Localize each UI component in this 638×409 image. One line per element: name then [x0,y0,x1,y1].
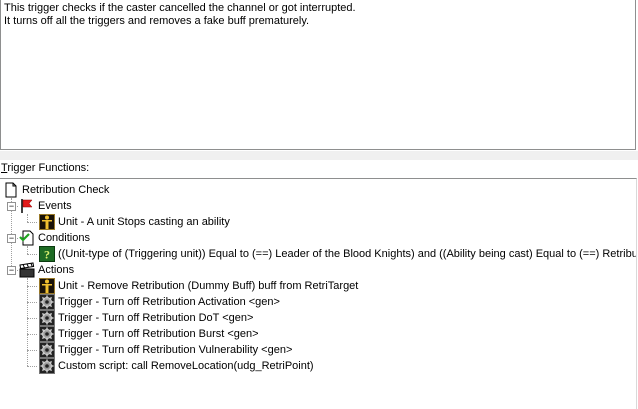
action-item[interactable]: Trigger - Turn off Retribution DoT <gen> [39,310,253,326]
tree-node-actions[interactable]: Actions [19,262,74,278]
action-item-label: Trigger - Turn off Retribution Activatio… [58,296,280,308]
tree-connector-conditions-item [27,254,37,255]
tree-node-root[interactable]: Retribution Check [3,182,109,198]
and-condition-icon: ? [39,246,55,262]
unit-figure-icon [39,278,55,294]
actions-collapse-toggle[interactable]: − [7,265,16,275]
trigger-functions-tree[interactable]: Retribution Check − Events Unit - A unit… [0,178,637,409]
condition-item-label: ((Unit-type of (Triggering unit)) Equal … [58,248,637,260]
tree-node-conditions[interactable]: Conditions [19,230,90,246]
tree-connector-action-2 [27,302,37,303]
action-item-label: Custom script: call RemoveLocation(udg_R… [58,360,314,372]
trigger-functions-label-text: rigger Functions: [7,162,90,174]
tree-connector-action-6 [27,366,37,367]
gear-icon [39,342,55,358]
trigger-functions-label: Trigger Functions: [1,162,89,174]
trigger-comment-textbox[interactable]: This trigger checks if the caster cancel… [0,0,636,150]
condition-document-icon [19,230,35,246]
trigger-functions-label-mnemonic: T [1,162,8,174]
tree-node-events[interactable]: Events [19,198,72,214]
events-collapse-toggle[interactable]: − [7,201,16,211]
gear-icon [39,358,55,374]
tree-connector-conditions [27,246,28,254]
condition-item[interactable]: ? ((Unit-type of (Triggering unit)) Equa… [39,246,637,262]
event-item-label: Unit - A unit Stops casting an ability [58,216,230,228]
action-item-label: Trigger - Turn off Retribution Vulnerabi… [58,344,293,356]
gear-icon [39,326,55,342]
pane-splitter[interactable] [0,151,638,160]
conditions-collapse-toggle[interactable]: − [7,233,16,243]
tree-node-events-label: Events [38,200,72,212]
trigger-document-icon [3,182,19,198]
tree-connector-actions [27,278,28,366]
comment-line-2: It turns off all the triggers and remove… [4,15,310,27]
clapperboard-icon [19,262,35,278]
tree-node-root-label: Retribution Check [22,184,110,196]
tree-node-actions-label: Actions [38,264,75,276]
action-item[interactable]: Custom script: call RemoveLocation(udg_R… [39,358,314,374]
gear-icon [39,294,55,310]
comment-line-1: This trigger checks if the caster cancel… [4,2,356,14]
action-item-label: Trigger - Turn off Retribution DoT <gen> [58,312,254,324]
tree-connector-events-item [27,222,37,223]
action-item[interactable]: Trigger - Turn off Retribution Activatio… [39,294,280,310]
gear-icon [39,310,55,326]
svg-text:?: ? [44,248,50,262]
tree-connector-action-5 [27,350,37,351]
red-flag-icon [19,198,35,214]
tree-connector-action-1 [27,286,37,287]
tree-connector-action-3 [27,318,37,319]
action-item-label: Trigger - Turn off Retribution Burst <ge… [58,328,259,340]
event-item[interactable]: Unit - A unit Stops casting an ability [39,214,230,230]
action-item[interactable]: Unit - Remove Retribution (Dummy Buff) b… [39,278,358,294]
tree-connector-action-4 [27,334,37,335]
tree-connector-events [27,214,28,222]
action-item[interactable]: Trigger - Turn off Retribution Burst <ge… [39,326,259,342]
action-item[interactable]: Trigger - Turn off Retribution Vulnerabi… [39,342,292,358]
unit-figure-icon [39,214,55,230]
action-item-label: Unit - Remove Retribution (Dummy Buff) b… [58,280,359,292]
tree-node-conditions-label: Conditions [38,232,90,244]
